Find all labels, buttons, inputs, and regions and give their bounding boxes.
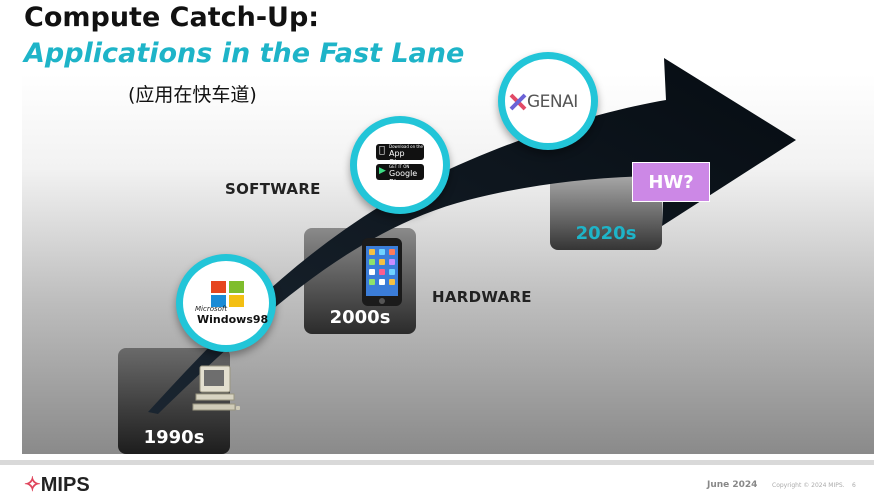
slide-title: Compute Catch-Up: [24, 2, 320, 33]
hardware-label: HARDWARE [432, 288, 532, 306]
google-play-big-text: Google Play [389, 169, 418, 187]
era-label-2000s: 2000s [329, 307, 391, 328]
app-stores-logo-circle:  Download on the App Store ▶ GET IT ON … [350, 116, 450, 214]
windows-small-text: Microsoft [195, 305, 228, 313]
hw-question-box: HW? [632, 162, 710, 202]
app-store-small-text: Download on the [389, 144, 423, 149]
era-label-2020s: 2020s [575, 223, 637, 244]
windows-big-text: Windows98 [197, 313, 269, 326]
google-play-badge: ▶ GET IT ON Google Play [376, 164, 424, 187]
google-play-small-text: GET IT ON [389, 164, 410, 169]
app-store-big-text: App Store [389, 149, 411, 167]
footer-page-number: 6 [852, 482, 856, 489]
genai-text: GENAI [527, 92, 578, 112]
genai-logo-circle: GENAI [498, 52, 598, 150]
software-label: SOFTWARE [225, 180, 321, 198]
footer-copyright: Copyright © 2024 MIPS. [772, 482, 845, 489]
slide-subtitle-chinese: (应用在快车道) [128, 84, 257, 106]
apple-icon:  [379, 145, 385, 156]
app-store-badge:  Download on the App Store [376, 144, 424, 167]
smartphone-icon [362, 238, 402, 306]
footer-date: June 2024 [707, 480, 758, 490]
mips-mark-icon: ✧ [24, 474, 41, 496]
footer-divider [0, 460, 874, 465]
mips-logo: ✧MIPS [24, 472, 90, 497]
genai-x-icon [509, 93, 527, 111]
era-label-1990s: 1990s [143, 427, 205, 448]
windows98-logo-circle: Microsoft Windows98 [176, 254, 276, 352]
slide-subtitle-english: Applications in the Fast Lane [24, 38, 465, 69]
retro-computer-icon [192, 365, 240, 411]
windows-flag-icon [211, 281, 244, 307]
play-triangle-icon: ▶ [379, 166, 386, 176]
mips-logo-text: MIPS [40, 474, 90, 496]
